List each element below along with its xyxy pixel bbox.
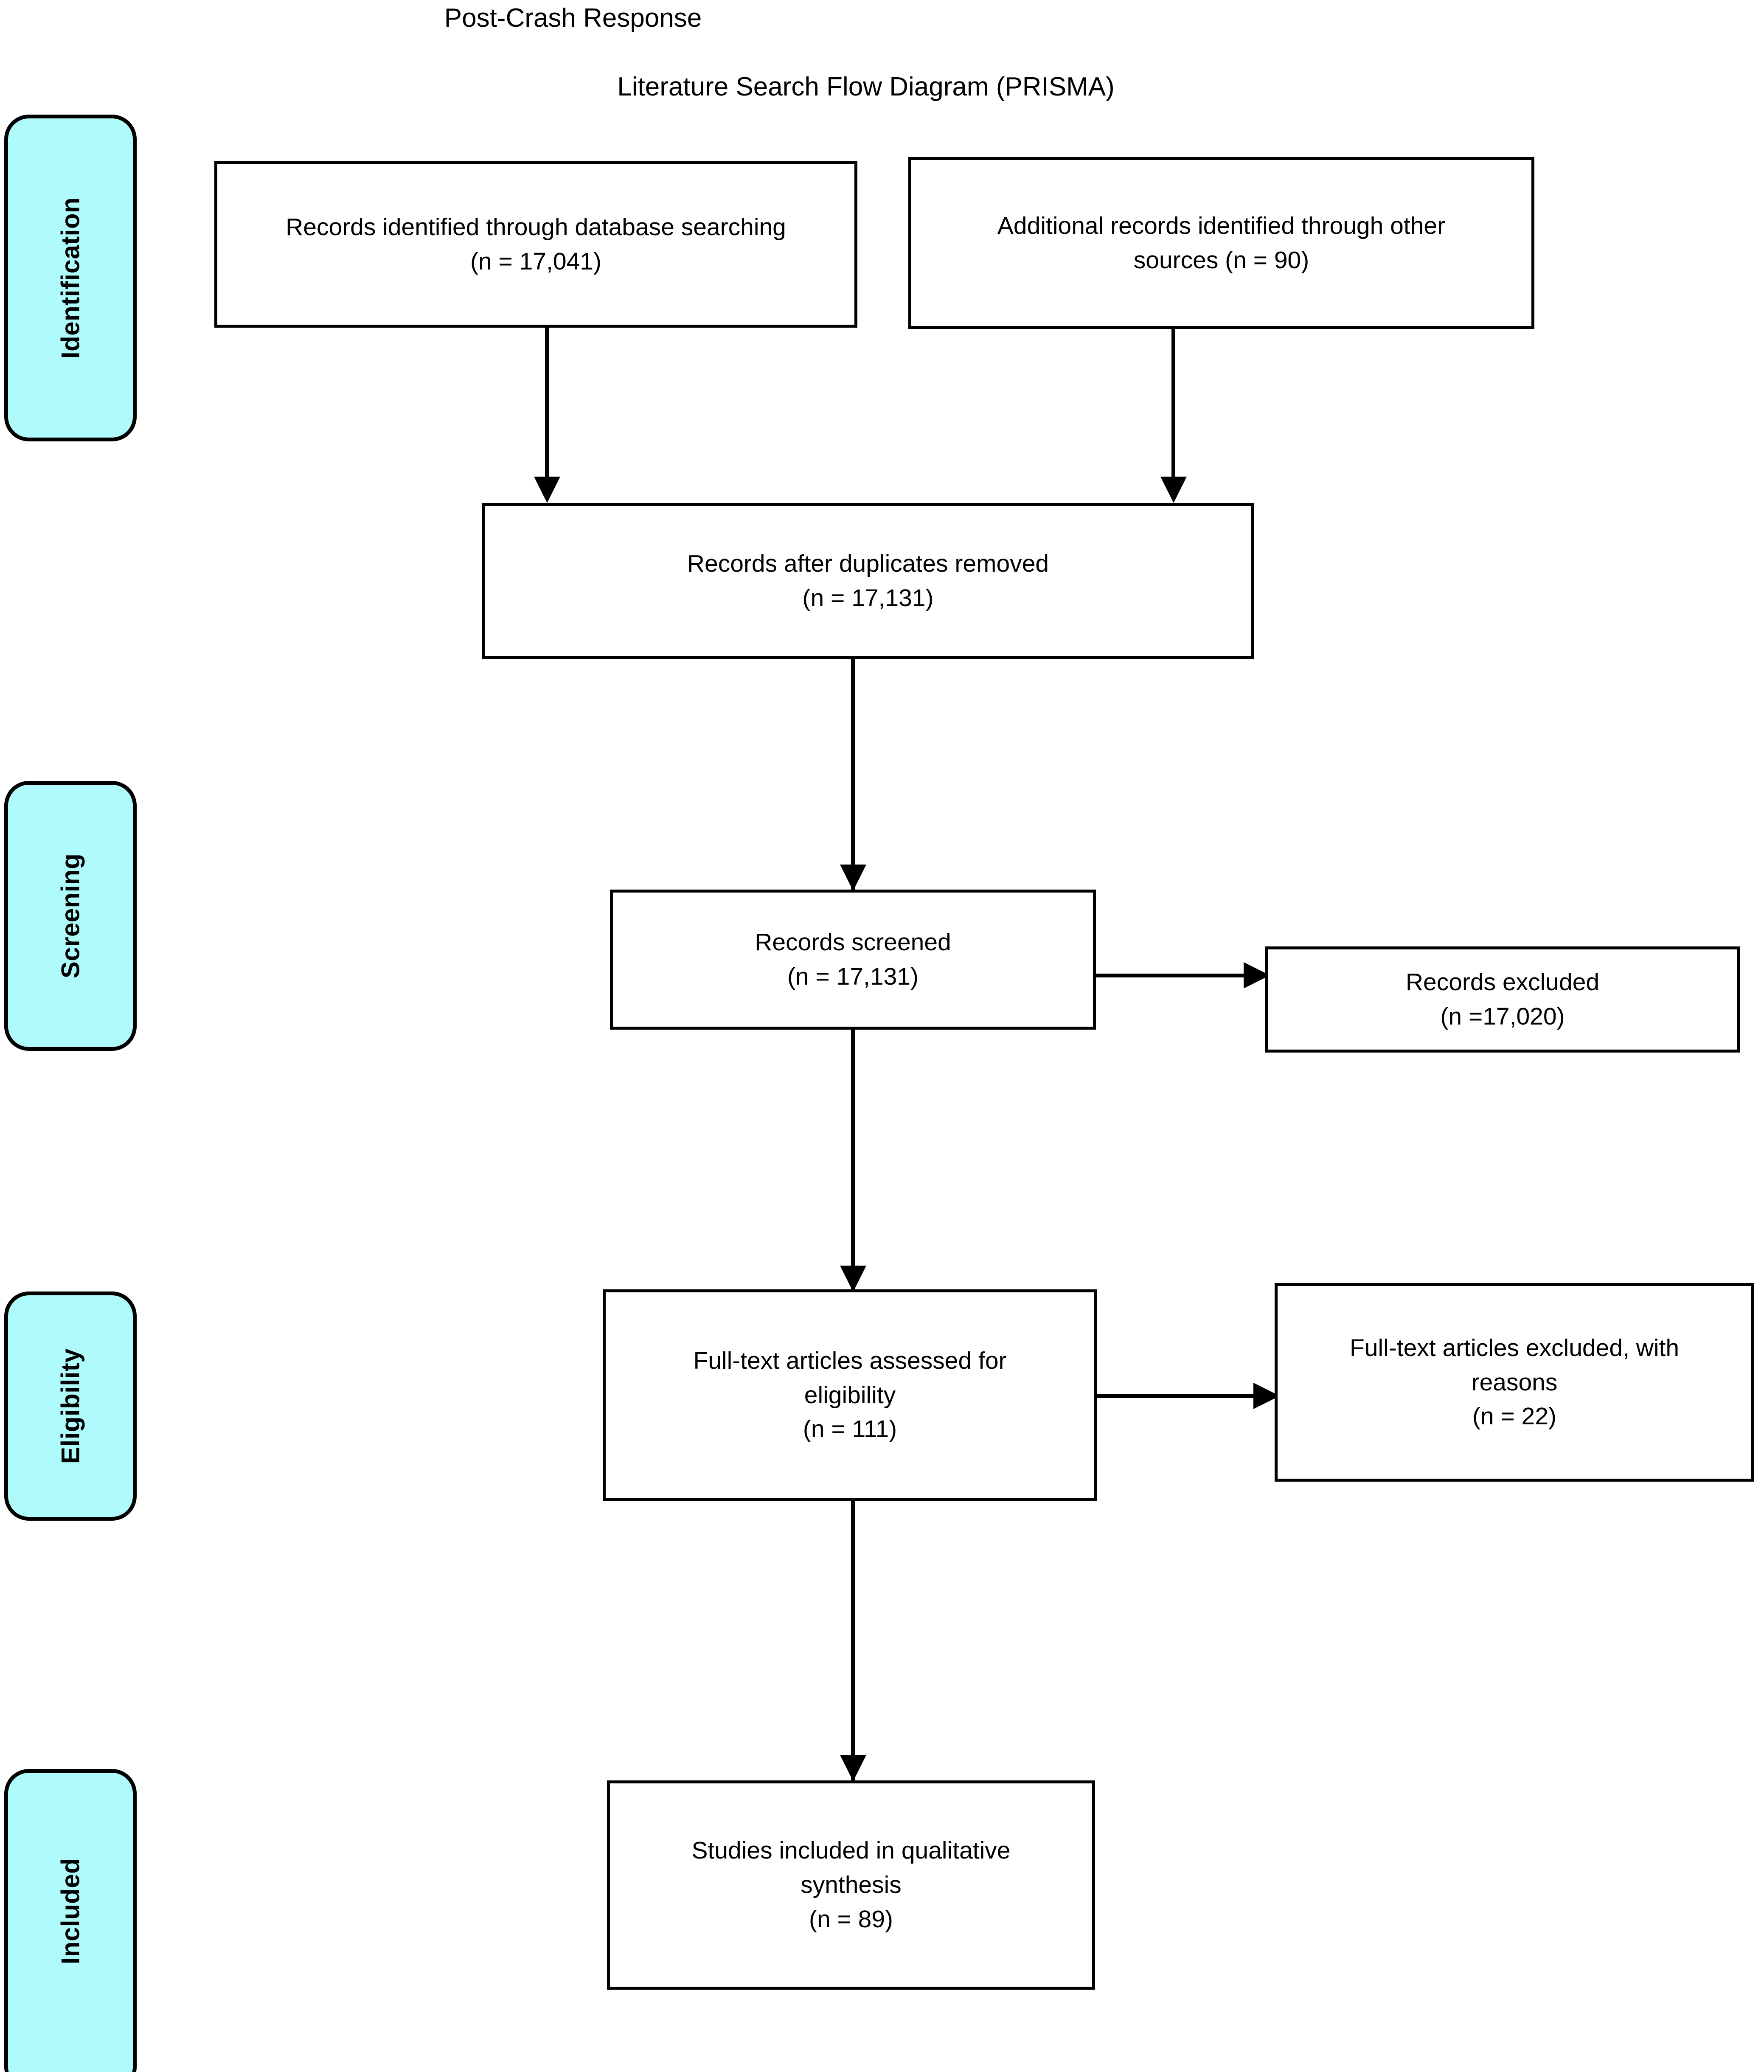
connector-screened-to-fulltext [851, 1030, 855, 1291]
box-records-screened-text: Records screened (n = 17,131) [755, 929, 951, 990]
box-fulltext-excluded-with-reasons: Full-text articles excluded, with reason… [1275, 1283, 1754, 1482]
box-records-identified-database-text: Records identified through database sear… [286, 213, 786, 275]
arrowhead-db-search-to-duplicates [534, 477, 560, 503]
arrowhead-screened-to-fulltext [840, 1266, 866, 1292]
box-records-identified-database: Records identified through database sear… [214, 161, 857, 328]
stage-label-identification: Identification [4, 115, 137, 441]
page-title: Post-Crash Response [444, 3, 702, 33]
connector-fulltext-to-studies-included [851, 1501, 855, 1781]
box-studies-included-qualitative-synthesis: Studies included in qualitative synthesi… [607, 1780, 1095, 1990]
box-records-after-duplicates-removed: Records after duplicates removed (n = 17… [482, 503, 1254, 659]
connector-screened-to-excluded [1096, 974, 1266, 977]
connector-other-sources-to-duplicates [1171, 329, 1175, 486]
stage-label-screening: Screening [4, 781, 137, 1051]
box-fulltext-assessed-eligibility: Full-text articles assessed for eligibil… [603, 1289, 1097, 1501]
stage-label-screening-text: Screening [56, 853, 85, 979]
box-fulltext-assessed-eligibility-text: Full-text articles assessed for eligibil… [693, 1347, 1007, 1443]
box-records-screened: Records screened (n = 17,131) [610, 890, 1096, 1030]
arrowhead-duplicates-to-screened [840, 865, 866, 891]
connector-fulltext-to-excluded-reasons [1097, 1394, 1275, 1398]
box-fulltext-excluded-with-reasons-text: Full-text articles excluded, with reason… [1349, 1334, 1680, 1430]
connector-db-search-to-duplicates [545, 328, 549, 486]
stage-label-eligibility: Eligibility [4, 1291, 137, 1521]
stage-label-identification-text: Identification [56, 197, 85, 359]
box-studies-included-qualitative-synthesis-text: Studies included in qualitative synthesi… [691, 1837, 1011, 1933]
page-subtitle: Literature Search Flow Diagram (PRISMA) [617, 72, 1115, 101]
box-records-excluded: Records excluded (n =17,020) [1265, 946, 1740, 1053]
box-additional-records-other-sources-text: Additional records identified through ot… [997, 212, 1446, 274]
stage-label-included-text: Included [56, 1858, 85, 1965]
stage-label-included: Included [4, 1769, 137, 2072]
box-records-after-duplicates-removed-text: Records after duplicates removed (n = 17… [687, 550, 1049, 612]
arrowhead-other-sources-to-duplicates [1160, 477, 1187, 503]
box-records-excluded-text: Records excluded (n =17,020) [1405, 969, 1600, 1030]
box-additional-records-other-sources: Additional records identified through ot… [908, 157, 1534, 329]
stage-label-eligibility-text: Eligibility [56, 1348, 85, 1464]
arrowhead-fulltext-to-studies-included [840, 1755, 866, 1781]
connector-duplicates-to-screened [851, 659, 855, 890]
